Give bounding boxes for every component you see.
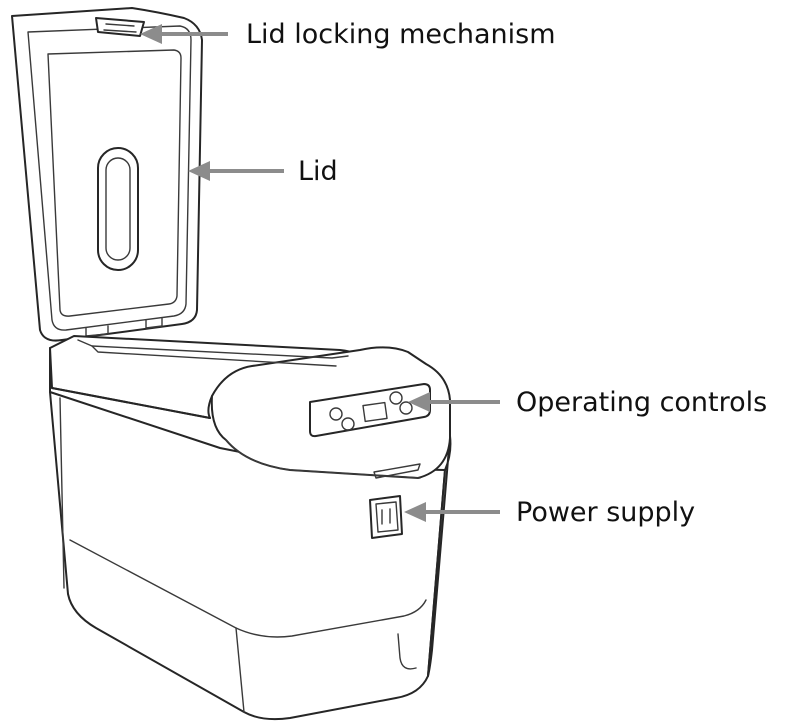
label-operating-controls: Operating controls [516, 387, 768, 418]
control-button-left-bottom [341, 417, 355, 431]
label-power-supply: Power supply [516, 497, 696, 528]
label-lid: Lid [298, 156, 338, 187]
leader-lid [188, 161, 284, 181]
power-socket [369, 495, 403, 539]
control-button-left-top [329, 407, 343, 421]
label-lid-locking-mechanism: Lid locking mechanism [246, 19, 556, 50]
display-screen [362, 401, 388, 423]
leader-lid-lock [140, 24, 228, 44]
control-button-right-bottom [399, 401, 413, 415]
lid-locking-latch [95, 17, 145, 37]
lid-handle [97, 147, 139, 271]
control-button-right-top [389, 391, 403, 405]
leader-controls [408, 392, 500, 412]
leader-power [404, 502, 500, 522]
control-panel [309, 383, 431, 438]
lid [11, 7, 203, 342]
